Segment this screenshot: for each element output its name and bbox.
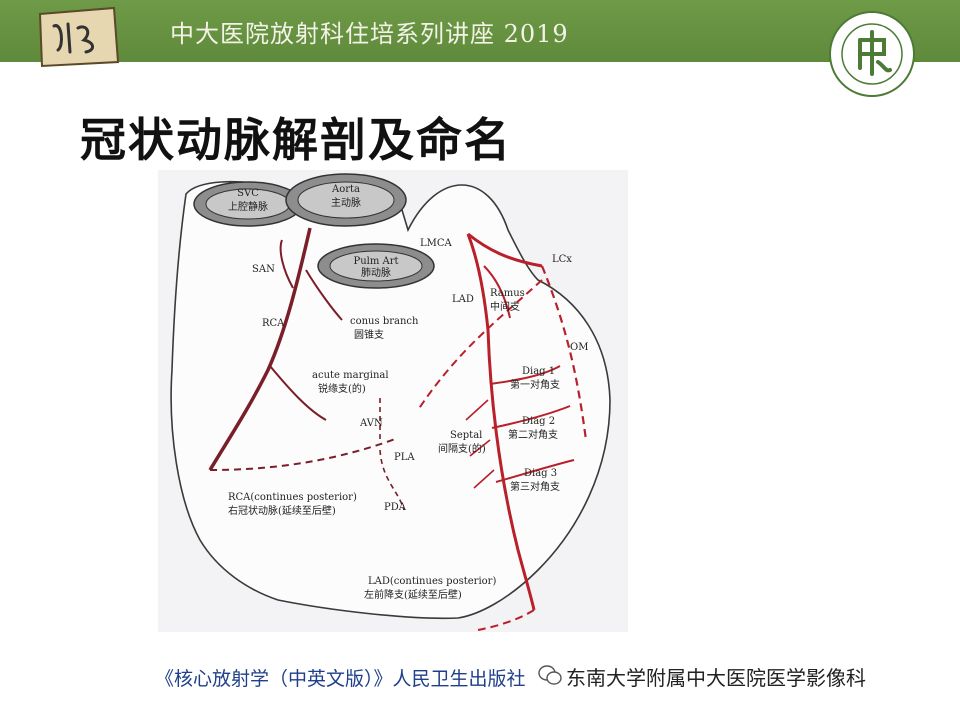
label-acute-en: acute marginal [312,370,389,381]
label-pda: PDA [384,502,407,513]
septal-artery [465,399,495,489]
lcx-posterior-course [417,279,543,411]
label-ramus-cn: 中间支 [490,300,520,313]
label-septal-cn: 间隔支(的) [438,442,486,455]
rca-artery [208,227,312,471]
rca-posterior-course [209,437,399,471]
label-lad-cont-cn: 左前降支(延续至后壁) [364,588,462,601]
label-svc-en: SVC [237,188,259,199]
label-aorta-en: Aorta [331,184,360,195]
slide-title: 冠状动脉解剖及命名 [80,113,512,167]
label-acute-cn: 锐缘支(的) [318,382,366,395]
label-pulm-cn: 肺动脉 [361,266,391,279]
label-avn: AVN [359,418,383,429]
lcx-artery [467,232,543,268]
label-san: SAN [252,264,275,275]
label-conus-en: conus branch [350,316,419,327]
rca-acute-marginal [269,365,327,421]
label-lad: LAD [452,294,474,305]
rca-san-branch [279,239,294,289]
label-diag1-en: Diag 1 [522,366,555,377]
label-aorta-cn: 主动脉 [331,196,361,209]
label-conus-cn: 圆锥支 [354,329,384,341]
label-pulm-en: Pulm Art [353,256,398,267]
label-pla: PLA [394,452,415,463]
label-rca-cont-cn: 右冠状动脉(延续至后壁) [228,504,336,517]
diag2-artery [491,405,571,429]
label-septal-en: Septal [450,430,482,441]
rca-conus-branch [305,269,343,321]
lad-posterior-course [477,609,535,631]
label-om: OM [570,342,588,353]
coronary-artery-diagram: SVC 上腔静脉 Aorta 主动脉 Pulm Art 肺动脉 LMCA LCx… [158,170,628,632]
label-diag3-cn: 第三对角支 [510,480,560,493]
watermark-text: 东南大学附属中大医院医学影像科 [566,666,866,690]
label-ramus-en: Ramus [490,288,525,299]
header-title: 中大医院放射科住培系列讲座 2019 [170,20,569,48]
label-lcx: LCx [552,254,572,265]
label-diag3-en: Diag 3 [524,468,557,479]
label-diag2-en: Diag 2 [522,416,555,427]
ramus-artery [483,265,511,319]
label-diag2-cn: 第二对角支 [508,428,558,441]
label-svc-cn: 上腔静脉 [228,200,268,213]
label-diag1-cn: 第一对角支 [510,378,560,391]
hospital-seal-logo [829,11,915,97]
wechat-icon [538,665,562,685]
citation-text: 《核心放射学（中英文版）》人民卫生出版社 [155,668,526,690]
diag1-artery [489,365,561,385]
header-bar: 中大医院放射科住培系列讲座 2019 [0,0,960,68]
diag3-artery [495,459,575,483]
label-rca: RCA [262,318,285,329]
om-artery [540,265,588,441]
label-rca-cont-en: RCA(continues posterior) [228,492,357,503]
lmca-artery [466,233,536,611]
label-lmca: LMCA [420,238,453,249]
label-lad-cont-en: LAD(continues posterior) [368,576,496,587]
residency-badge-logo [38,6,120,68]
